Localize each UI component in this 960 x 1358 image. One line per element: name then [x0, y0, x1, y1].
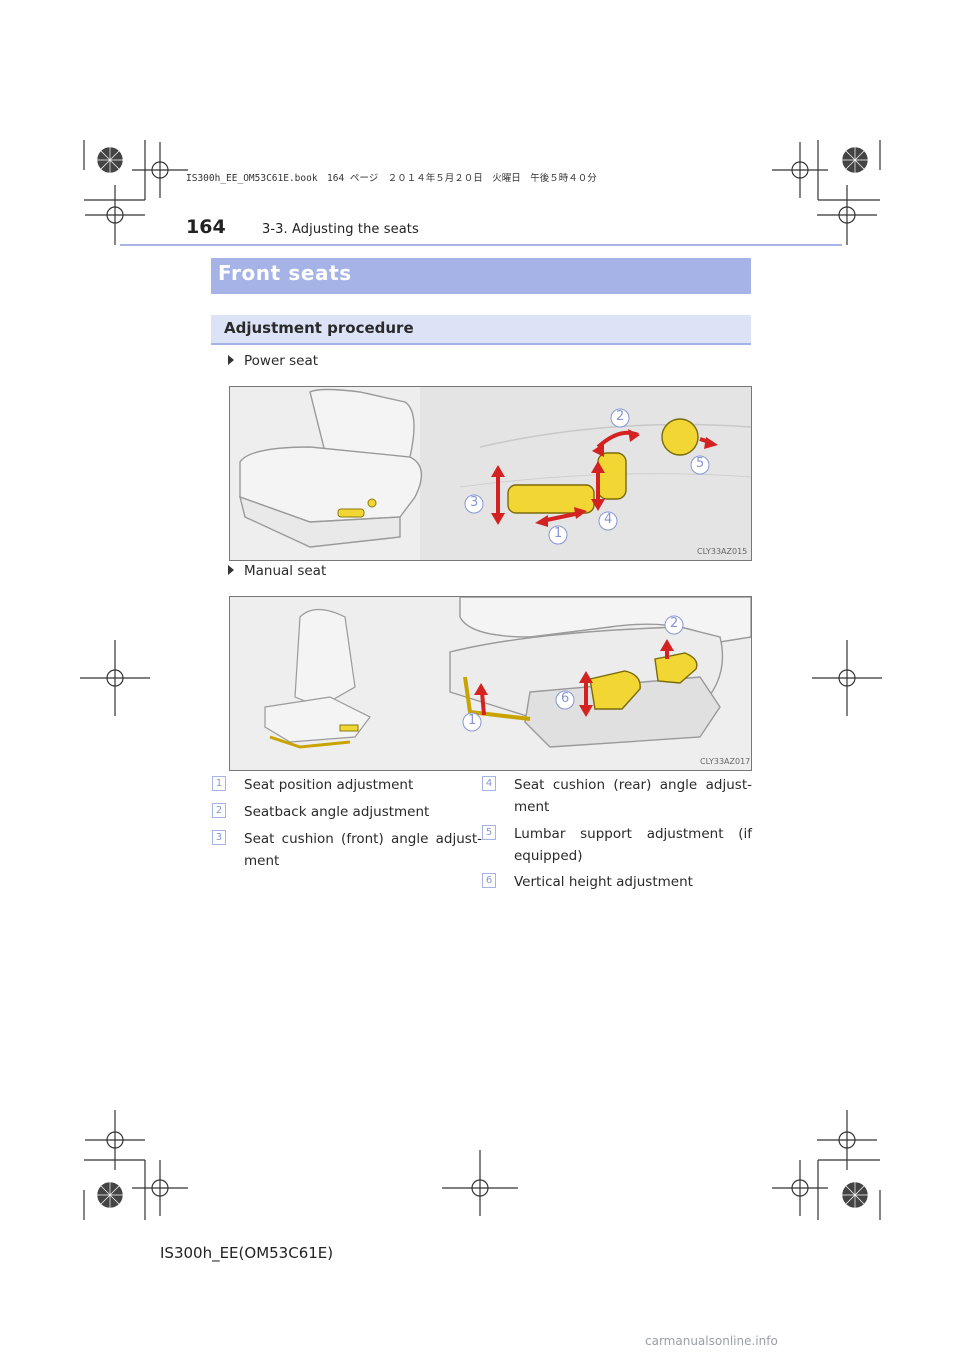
legend-number: 2 [212, 803, 226, 818]
main-heading: Front seats [218, 261, 352, 285]
legend-number: 3 [212, 830, 226, 845]
triangle-bullet-icon [228, 565, 234, 575]
sub-heading-bar [211, 315, 751, 345]
power-seat-label-text: Power seat [244, 353, 319, 369]
section-title: 3-3. Adjusting the seats [262, 222, 419, 237]
manual-seat-figure: 2 6 1 CLY33AZ017 [229, 596, 752, 771]
watermark: carmanualsonline.info [645, 1334, 778, 1348]
legend-number: 6 [482, 873, 496, 888]
manual-seat-label-text: Manual seat [244, 563, 327, 579]
power-seat-figure: 2 5 3 4 1 CLY33AZ015 [229, 386, 752, 561]
power-callout-3: 3 [464, 494, 484, 518]
legend-number: 4 [482, 776, 496, 791]
legend-number: 1 [212, 776, 226, 791]
header-rule [120, 244, 842, 246]
footer-model: IS300h_EE(OM53C61E) [160, 1244, 334, 1262]
manual-figure-code: CLY33AZ017 [700, 757, 751, 766]
page-number: 164 [186, 216, 226, 238]
manual-seat-label: Manual seat [228, 563, 326, 579]
manual-seat-illustration [264, 596, 752, 749]
power-callout-1: 1 [548, 525, 568, 549]
sub-heading: Adjustment procedure [224, 319, 414, 337]
manual-callout-6: 6 [555, 690, 575, 714]
main-heading-bar [211, 258, 751, 294]
manual-callout-2: 2 [664, 615, 684, 639]
triangle-bullet-icon [228, 355, 234, 365]
power-seat-label: Power seat [228, 353, 318, 369]
power-seat-illustration [239, 387, 752, 560]
power-callout-2: 2 [610, 408, 630, 432]
manual-callout-1: 1 [462, 712, 482, 736]
power-callout-5: 5 [690, 455, 710, 479]
legend-number: 5 [482, 825, 496, 840]
power-figure-code: CLY33AZ015 [697, 547, 748, 556]
book-info: IS300h_EE_OM53C61E.book 164 ページ ２０１４年５月２… [186, 173, 597, 184]
power-callout-4: 4 [598, 511, 618, 535]
